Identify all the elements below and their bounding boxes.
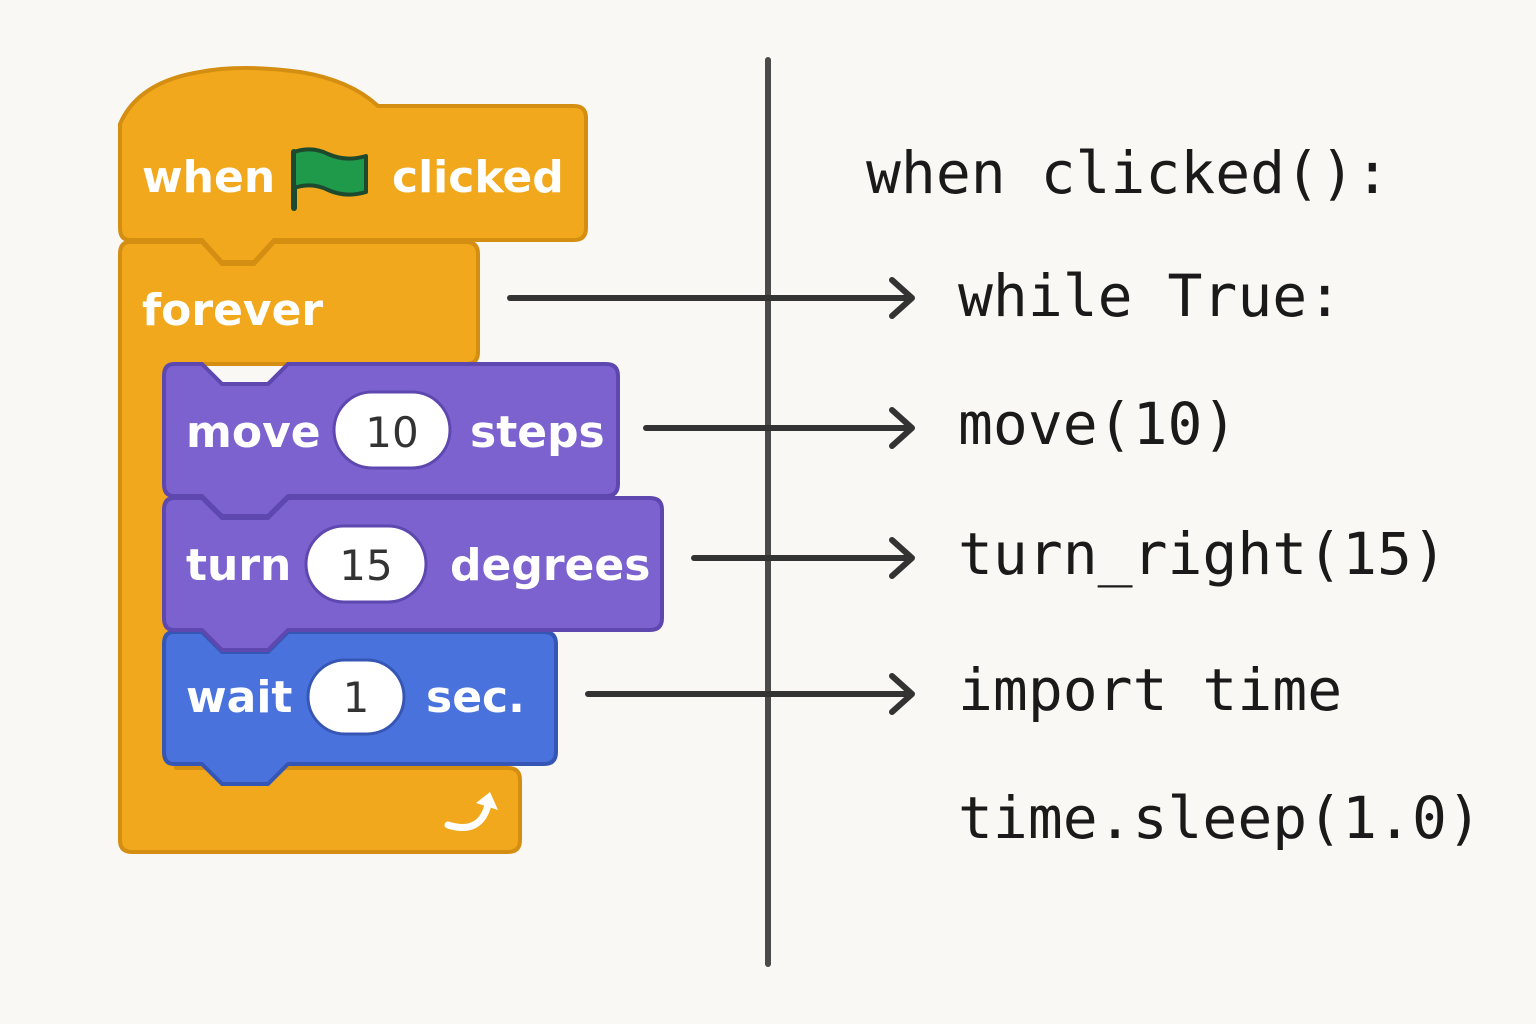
turn-block[interactable]: turn 15 degrees: [162, 496, 664, 652]
turn-degrees-input[interactable]: 15: [304, 524, 428, 604]
wait-seconds-input[interactable]: 1: [306, 658, 406, 736]
degrees-label: degrees: [450, 540, 650, 591]
arrow-turn-to-code: [691, 537, 915, 579]
wait-value: 1: [343, 673, 370, 722]
steps-label: steps: [470, 407, 605, 458]
code-line-when-clicked: when clicked():: [866, 139, 1390, 207]
code-line-while-true: while True:: [958, 262, 1342, 330]
turn-value: 15: [339, 541, 392, 590]
move-label: move: [186, 407, 321, 458]
arrow-wait-to-code: [585, 673, 915, 715]
move-steps-input[interactable]: 10: [332, 390, 452, 470]
turn-label: turn: [186, 540, 291, 591]
wait-label: wait: [186, 672, 292, 723]
when-label: when: [142, 152, 275, 203]
forever-label: forever: [142, 285, 323, 336]
clicked-label: clicked: [392, 152, 564, 203]
move-value: 10: [365, 408, 418, 457]
code-line-turn-right: turn_right(15): [958, 520, 1447, 588]
sec-label: sec.: [426, 672, 525, 723]
arrow-forever-to-while: [507, 277, 915, 319]
loop-arrow-icon: [444, 792, 498, 831]
code-line-import-time: import time: [958, 656, 1342, 724]
code-line-time-sleep: time.sleep(1.0): [958, 784, 1482, 852]
wait-block[interactable]: wait 1 sec.: [162, 630, 558, 786]
move-block[interactable]: move 10 steps: [162, 362, 620, 518]
code-line-move: move(10): [958, 390, 1237, 458]
when-flag-clicked-block[interactable]: when clicked: [118, 66, 588, 264]
green-flag-icon: [291, 147, 368, 211]
arrow-move-to-code: [643, 407, 915, 449]
